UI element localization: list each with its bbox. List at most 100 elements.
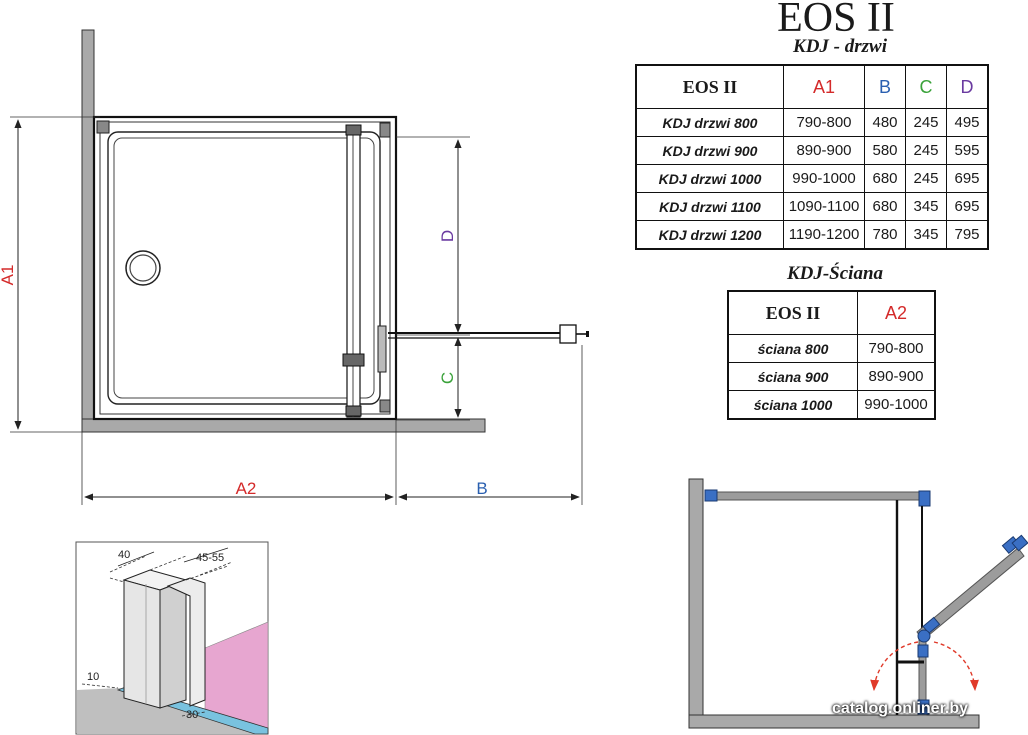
detail-label-40: 40 bbox=[118, 549, 130, 561]
schematic-wall-left bbox=[688, 478, 704, 729]
door-handle bbox=[559, 324, 577, 344]
detail-label-30: 30 bbox=[186, 709, 198, 721]
dim-c-label: C bbox=[438, 372, 457, 384]
door-opening-schematic bbox=[688, 478, 1028, 729]
table-row: ściana 900 890-900 bbox=[727, 362, 936, 391]
swing-arc-left bbox=[870, 641, 919, 692]
cell-a1: 1190-1200 bbox=[783, 220, 865, 250]
shower-tray-inner bbox=[113, 137, 375, 399]
hinge-top bbox=[345, 124, 362, 136]
hinge-middle bbox=[342, 353, 365, 367]
row-label: KDJ drzwi 900 bbox=[635, 136, 784, 165]
cell-d: 695 bbox=[946, 192, 989, 221]
cell-c: 345 bbox=[905, 192, 947, 221]
schematic-bracket-top-right bbox=[918, 490, 931, 507]
cell-a1: 790-800 bbox=[783, 108, 865, 137]
col-header-model: EOS II bbox=[635, 64, 784, 109]
detail-profile-front bbox=[123, 579, 161, 709]
detail-dashes bbox=[81, 555, 233, 717]
cell-c: 245 bbox=[905, 108, 947, 137]
cell-b: 680 bbox=[864, 164, 906, 193]
row-label: KDJ drzwi 1200 bbox=[635, 220, 784, 250]
wall-dimensions-table: EOS II A2 ściana 800 790-800 ściana 900 … bbox=[727, 290, 936, 420]
corner-fitting-top-left bbox=[96, 120, 110, 134]
cell-b: 580 bbox=[864, 136, 906, 165]
cell-a1: 1090-1100 bbox=[783, 192, 865, 221]
shower-tray-outer bbox=[107, 131, 381, 405]
table-row: KDJ drzwi 1100 1090-1100 680 345 695 bbox=[635, 192, 989, 221]
detail-dim-40 bbox=[117, 551, 155, 567]
col-header-b: B bbox=[864, 64, 906, 109]
cell-a1: 890-900 bbox=[783, 136, 865, 165]
cabin-frame-inner bbox=[99, 121, 391, 415]
table-row: KDJ drzwi 1000 990-1000 680 245 695 bbox=[635, 164, 989, 193]
schematic-bracket-top-left bbox=[704, 489, 718, 502]
cell-b: 680 bbox=[864, 192, 906, 221]
cell-c: 245 bbox=[905, 164, 947, 193]
cabin-frame bbox=[92, 115, 398, 421]
swing-arc-right bbox=[933, 641, 979, 692]
door-handle-cap bbox=[586, 331, 589, 337]
cell-a2: 990-1000 bbox=[857, 390, 936, 420]
schematic-bracket-door-end bbox=[1011, 534, 1028, 552]
row-label: KDJ drzwi 1100 bbox=[635, 192, 784, 221]
left-wall bbox=[81, 29, 95, 433]
table-row: KDJ drzwi 1200 1190-1200 780 345 795 bbox=[635, 220, 989, 250]
drain-inner bbox=[129, 254, 157, 282]
col-header-c: C bbox=[905, 64, 947, 109]
watermark: catalog.onliner.by bbox=[832, 700, 969, 717]
corner-fitting-top-right bbox=[379, 122, 391, 138]
cell-c: 345 bbox=[905, 220, 947, 250]
col-header-d: D bbox=[946, 64, 989, 109]
schematic-hinge-lower bbox=[917, 644, 929, 658]
table-header-row: EOS II A1 B C D bbox=[635, 64, 989, 109]
detail-label-10: 10 bbox=[87, 671, 99, 683]
door-dimensions-table: EOS II A1 B C D KDJ drzwi 800 790-800 48… bbox=[635, 64, 989, 250]
cell-c: 245 bbox=[905, 136, 947, 165]
schematic-bracket-bottom bbox=[917, 699, 930, 715]
cell-a1: 990-1000 bbox=[783, 164, 865, 193]
detail-profile-side bbox=[159, 579, 187, 709]
drain-outer bbox=[125, 250, 161, 286]
dim-d-label: D bbox=[438, 230, 457, 242]
row-label: KDJ drzwi 1000 bbox=[635, 164, 784, 193]
door-table-caption: KDJ - drzwi bbox=[793, 36, 887, 57]
cell-a2: 890-900 bbox=[857, 362, 936, 391]
cell-d: 595 bbox=[946, 136, 989, 165]
dim-b-label: B bbox=[476, 479, 487, 498]
table-row: ściana 800 790-800 bbox=[727, 334, 936, 363]
plan-view: A1 D C A2 B bbox=[0, 29, 589, 505]
col-header-a2: A2 bbox=[857, 290, 936, 335]
extension-lines bbox=[10, 116, 583, 505]
hinge-bottom bbox=[345, 405, 362, 417]
schematic-wall-bottom bbox=[688, 714, 980, 729]
schematic-pivot bbox=[917, 629, 931, 643]
dim-a1-label: A1 bbox=[0, 265, 17, 286]
table-row: ściana 1000 990-1000 bbox=[727, 390, 936, 420]
corner-fitting-bottom-right bbox=[379, 399, 391, 413]
page-title: EOS II bbox=[777, 0, 895, 41]
cell-d: 495 bbox=[946, 108, 989, 137]
cell-a2: 790-800 bbox=[857, 334, 936, 363]
table-row: KDJ drzwi 900 890-900 580 245 595 bbox=[635, 136, 989, 165]
dimension-lines bbox=[14, 119, 580, 501]
row-label: ściana 900 bbox=[727, 362, 858, 391]
col-header-a1: A1 bbox=[783, 64, 865, 109]
detail-insert bbox=[166, 577, 206, 707]
schematic-top-panel bbox=[711, 491, 925, 501]
row-label: ściana 1000 bbox=[727, 390, 858, 420]
detail-label-4555: 45-55 bbox=[196, 552, 224, 564]
cell-b: 780 bbox=[864, 220, 906, 250]
bottom-wall bbox=[81, 418, 486, 433]
cell-b: 480 bbox=[864, 108, 906, 137]
cell-d: 695 bbox=[946, 164, 989, 193]
side-profile bbox=[377, 325, 387, 373]
row-label: KDJ drzwi 800 bbox=[635, 108, 784, 137]
cell-d: 795 bbox=[946, 220, 989, 250]
table-header-row: EOS II A2 bbox=[727, 290, 936, 335]
detail-dim-4555 bbox=[183, 547, 229, 563]
col-header-model: EOS II bbox=[727, 290, 858, 335]
wall-table-caption: KDJ-Ściana bbox=[786, 263, 884, 284]
dim-a2-label: A2 bbox=[236, 479, 257, 498]
